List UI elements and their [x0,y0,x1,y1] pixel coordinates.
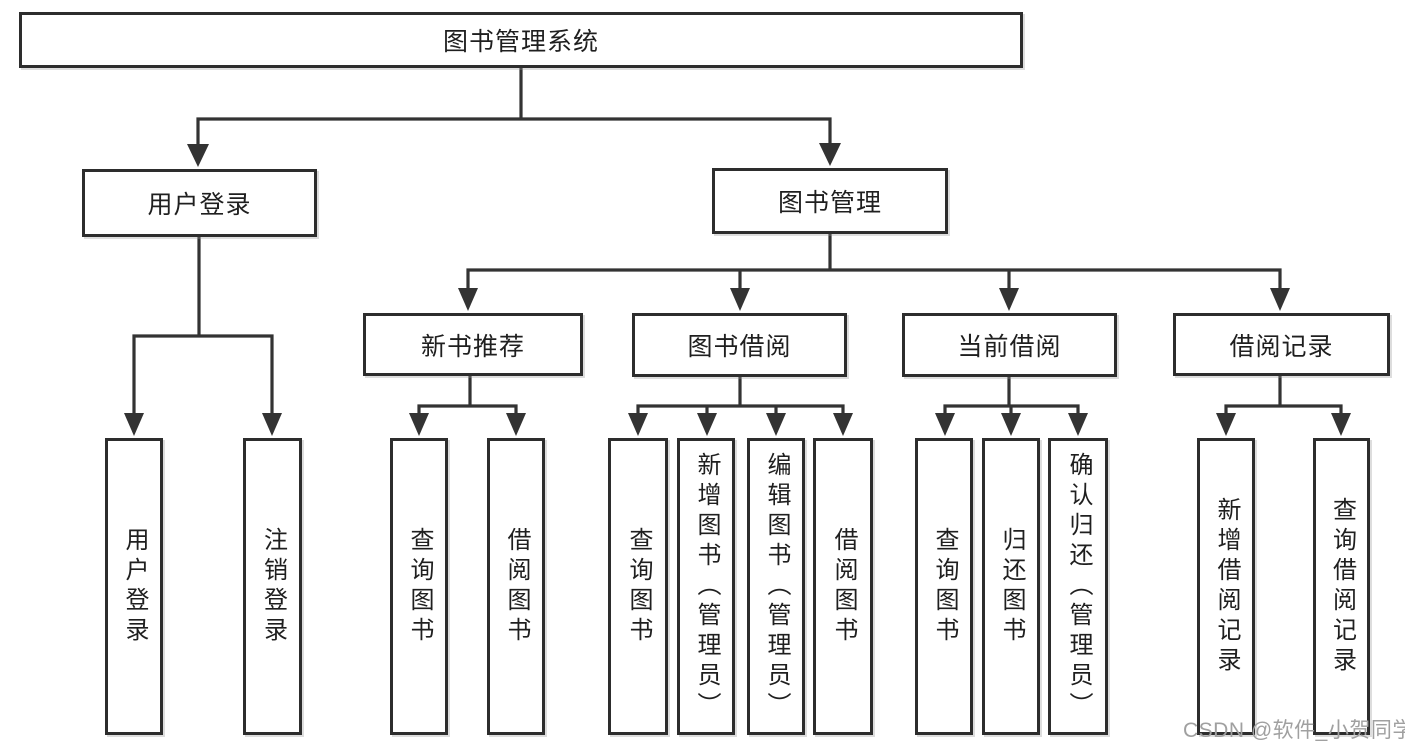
node-borrowing-records-label: 借阅记录 [1229,332,1334,361]
leaf-user-login: 用户登录 [105,438,163,735]
node-book-management-label: 图书管理 [777,189,882,217]
node-user-login-label: 用户登录 [147,191,252,219]
leaf-cb-query-books: 查询图书 [915,438,973,735]
leaf-bb-borrow-books: 借阅图书 [813,438,873,735]
leaf-br-add-borrow-record-label: 新增借阅记录 [1213,496,1240,677]
leaf-user-login-label: 用户登录 [121,526,148,647]
leaf-br-query-borrow-record-label: 查询借阅记录 [1328,496,1356,677]
node-current-borrowing: 当前借阅 [902,313,1117,377]
leaf-bb-add-books-admin-label: 新增图书（管理员） [693,451,720,722]
node-new-book-recommendation-label: 新书推荐 [420,332,525,361]
leaf-nbr-query-books-label: 查询图书 [406,526,433,647]
leaf-cb-confirm-return-admin-label: 确认归还（管理员） [1065,451,1092,722]
node-new-book-recommendation: 新书推荐 [363,313,583,376]
node-book-management: 图书管理 [712,168,948,234]
node-root-label: 图书管理系统 [442,28,599,56]
node-book-borrowing-label: 图书借阅 [687,333,792,361]
leaf-bb-edit-books-admin-label: 编辑图书（管理员） [763,451,790,722]
leaf-logout-login: 注销登录 [243,438,302,735]
leaf-bb-borrow-books-label: 借阅图书 [830,526,857,647]
leaf-bb-query-books: 查询图书 [608,438,668,735]
node-borrowing-records: 借阅记录 [1173,313,1390,376]
leaf-bb-edit-books-admin: 编辑图书（管理员） [747,438,805,735]
leaf-bb-query-books-label: 查询图书 [625,526,652,647]
leaf-cb-query-books-label: 查询图书 [931,526,958,647]
leaf-nbr-query-books: 查询图书 [390,438,448,735]
node-user-login: 用户登录 [82,169,317,237]
leaf-cb-return-books: 归还图书 [982,438,1040,735]
watermark-text: CSDN @软件_小贺同学 [1183,719,1405,742]
leaf-br-query-borrow-record: 查询借阅记录 [1313,438,1370,735]
leaf-bb-add-books-admin: 新增图书（管理员） [677,438,735,735]
node-book-borrowing: 图书借阅 [632,313,847,377]
leaf-logout-login-label: 注销登录 [259,526,287,647]
leaf-cb-confirm-return-admin: 确认归还（管理员） [1048,438,1108,735]
node-current-borrowing-label: 当前借阅 [957,333,1062,361]
leaf-br-add-borrow-record: 新增借阅记录 [1197,438,1255,735]
leaf-nbr-borrow-books-label: 借阅图书 [503,526,530,647]
node-root: 图书管理系统 [19,12,1023,68]
leaf-cb-return-books-label: 归还图书 [998,526,1025,647]
leaf-nbr-borrow-books: 借阅图书 [487,438,545,735]
